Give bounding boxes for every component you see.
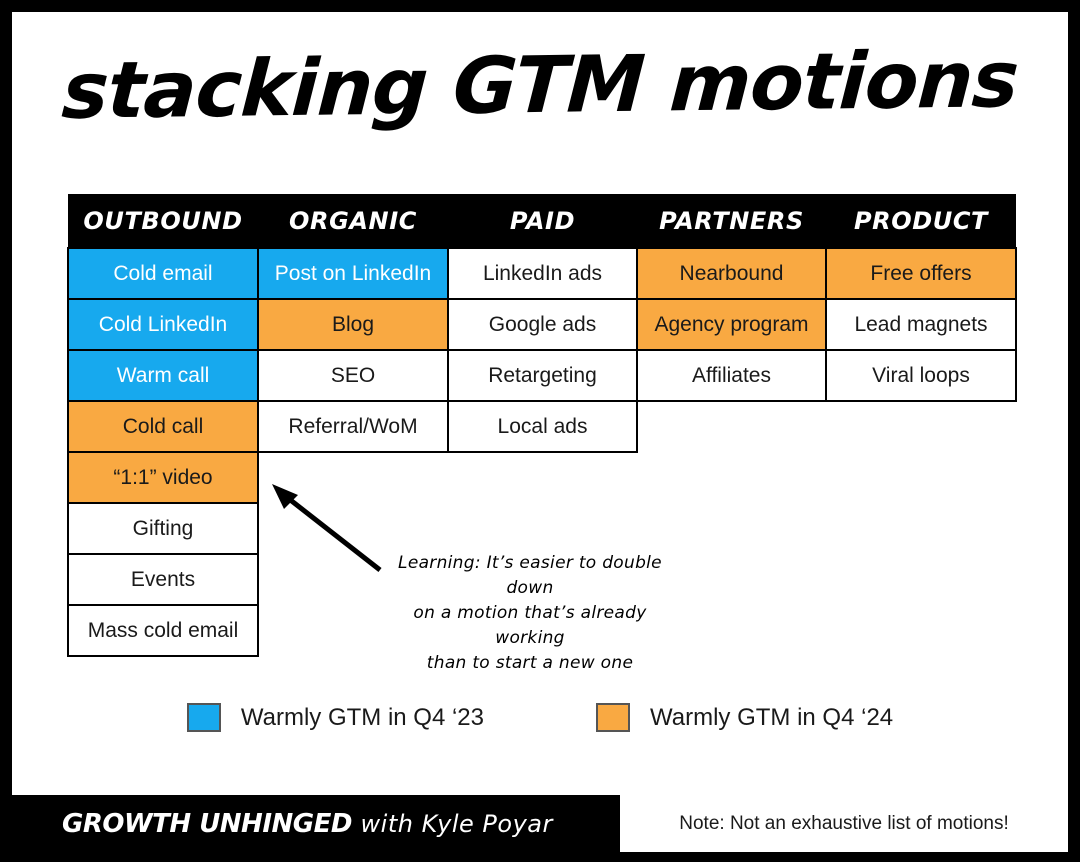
motion-cell[interactable]: Cold call [67, 400, 259, 453]
motion-cell[interactable]: Gifting [67, 502, 259, 555]
annotation-line-2: on a motion that’s already working [413, 603, 647, 648]
motion-cell[interactable]: Blog [257, 298, 449, 351]
brand-name: GROWTH UNHINGED [62, 808, 352, 839]
column-header-outbound: OUTBOUND [68, 194, 258, 248]
table-cell-empty [826, 401, 1016, 452]
motion-cell[interactable]: Google ads [447, 298, 638, 351]
learning-annotation: Learning: It’s easier to double down on … [382, 551, 678, 676]
motion-cell[interactable]: Warm call [67, 349, 259, 402]
orange-swatch-icon [596, 703, 630, 732]
column-header-partners: PARTNERS [637, 194, 826, 248]
motion-cell[interactable]: Lead magnets [825, 298, 1017, 351]
column-header-product: PRODUCT [826, 194, 1016, 248]
frame-border-right [1068, 0, 1080, 862]
motion-cell[interactable]: Referral/WoM [257, 400, 449, 453]
gtm-motions-table: OUTBOUND ORGANIC PAID PARTNERS PRODUCT C… [67, 194, 1017, 657]
page-title: stacking GTM motions [59, 35, 1021, 137]
legend: Warmly GTM in Q4 ‘23 Warmly GTM in Q4 ‘2… [0, 703, 1080, 732]
motion-cell[interactable]: Events [67, 553, 259, 606]
motion-cell[interactable]: Post on LinkedIn [257, 247, 449, 300]
table-cell-empty [258, 503, 448, 554]
motion-cell[interactable]: Cold LinkedIn [67, 298, 259, 351]
table-cell-empty [258, 452, 448, 503]
motion-cell[interactable]: LinkedIn ads [447, 247, 638, 300]
footer-note: Note: Not an exhaustive list of motions! [679, 812, 1009, 834]
table-cell-empty [448, 452, 637, 503]
table-row: Mass cold email [67, 604, 1016, 657]
column-header-organic: ORGANIC [258, 194, 448, 248]
legend-item-q4-24: Warmly GTM in Q4 ‘24 [596, 703, 893, 732]
legend-item-q4-23: Warmly GTM in Q4 ‘23 [186, 703, 484, 732]
table-header-row: OUTBOUND ORGANIC PAID PARTNERS PRODUCT [68, 194, 1016, 248]
legend-label-q4-23: Warmly GTM in Q4 ‘23 [240, 703, 484, 731]
motion-cell[interactable]: Viral loops [825, 349, 1017, 402]
table-cell-empty [826, 605, 1016, 656]
blue-swatch-icon [186, 703, 221, 732]
table-cell-empty [826, 503, 1016, 554]
motion-cell[interactable]: Mass cold email [67, 604, 259, 657]
motion-cell[interactable]: Retargeting [447, 349, 638, 402]
frame-border-left [0, 0, 12, 862]
motion-cell[interactable]: SEO [257, 349, 449, 402]
column-header-paid: PAID [448, 194, 637, 248]
table-row: “1:1” video [67, 451, 1016, 504]
frame-border-top [0, 0, 1080, 12]
frame-border-bottom [0, 852, 1080, 862]
annotation-line-3: than to start a new one [426, 653, 634, 673]
table-cell-empty [637, 452, 826, 503]
table-cell-empty [637, 401, 826, 452]
motion-cell[interactable]: Local ads [447, 400, 638, 453]
table-cell-empty [826, 452, 1016, 503]
motion-cell[interactable]: Free offers [825, 247, 1017, 300]
motion-cell[interactable]: Agency program [636, 298, 827, 351]
motion-cell[interactable]: Affiliates [636, 349, 827, 402]
annotation-line-1: Learning: It’s easier to double down [398, 553, 662, 598]
footer-brand-text: GROWTH UNHINGED with Kyle Poyar [62, 809, 553, 839]
footer-brand-bar: GROWTH UNHINGED with Kyle Poyar [12, 795, 620, 852]
table-row: Events [67, 553, 1016, 606]
table-cell-empty [637, 503, 826, 554]
table-cell-empty [448, 503, 637, 554]
motion-cell[interactable]: “1:1” video [67, 451, 259, 504]
legend-label-q4-24: Warmly GTM in Q4 ‘24 [650, 703, 894, 731]
table-cell-empty [826, 554, 1016, 605]
brand-byline: with Kyle Poyar [360, 809, 553, 838]
motion-cell[interactable]: Nearbound [636, 247, 827, 300]
table-row: Gifting [67, 502, 1016, 555]
motions-grid: OUTBOUND ORGANIC PAID PARTNERS PRODUCT C… [67, 194, 1017, 657]
motion-cell[interactable]: Cold email [67, 247, 259, 300]
